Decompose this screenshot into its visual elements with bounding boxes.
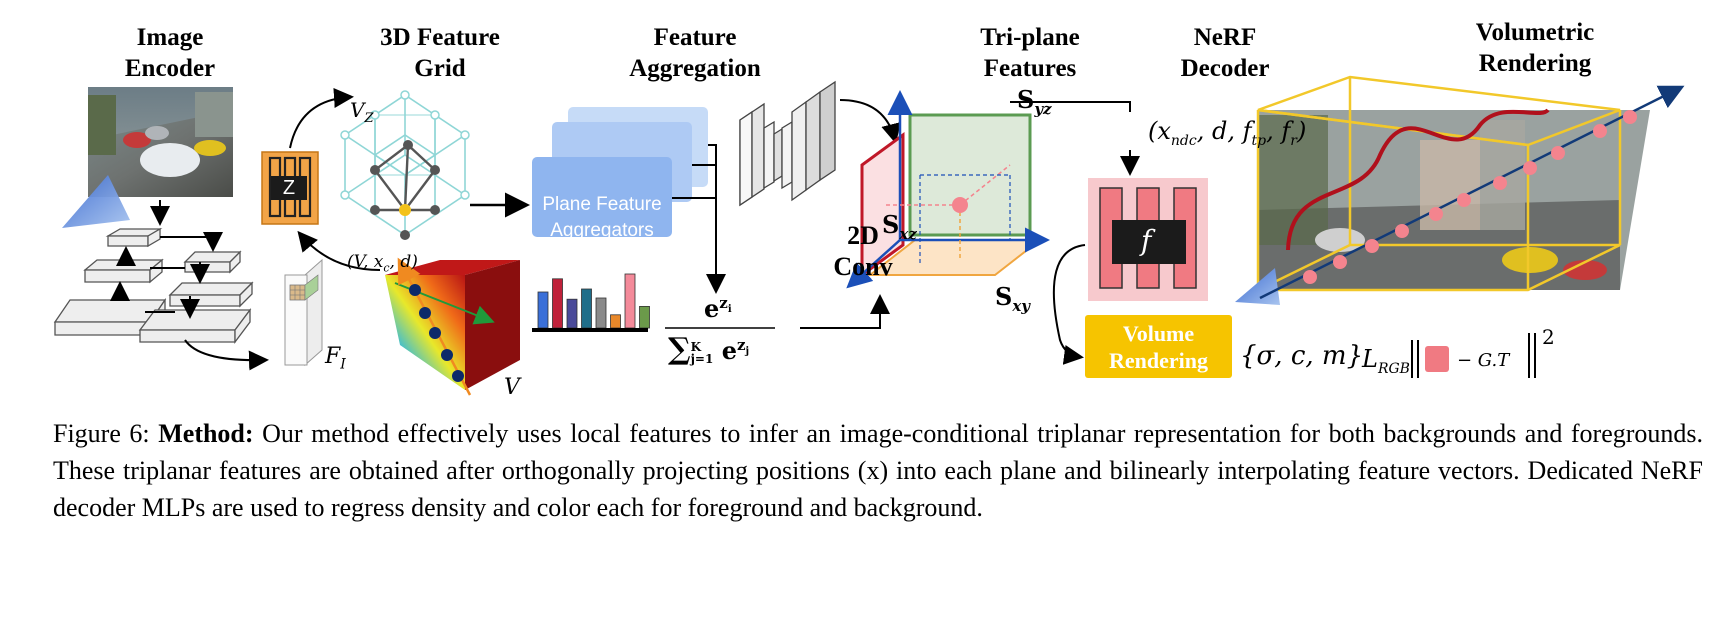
v-label: V (504, 375, 520, 400)
histogram-bar (566, 298, 578, 329)
sxz-label: Sxz (882, 210, 917, 243)
figure-caption: Figure 6: Method: Our method effectively… (53, 419, 1704, 522)
decoder-input-label: (xndc, d, ftp, fr) (1148, 117, 1307, 149)
squared-label: 2 (1542, 325, 1555, 349)
f-label: f (1141, 224, 1152, 257)
histogram-bar (595, 297, 607, 329)
histogram-bar (581, 288, 592, 329)
histogram-bar (624, 273, 636, 329)
plane-feature-aggregators (532, 157, 672, 237)
histogram-bar (639, 305, 650, 329)
gt-label: − G.T (1457, 350, 1510, 371)
conv2d-block (739, 80, 836, 207)
volume-rendering-box (1085, 315, 1232, 378)
heat-volume-v (385, 260, 520, 390)
camera-icon (1235, 268, 1280, 305)
input-image (88, 87, 233, 197)
fi-label: FI (325, 344, 346, 373)
histogram-bar (537, 291, 549, 329)
camera-frustum-icon (62, 175, 130, 228)
z-label: Z (282, 177, 296, 199)
outputs-label: {σ, c, m} (1240, 341, 1364, 371)
vz-label: VZ (350, 98, 374, 126)
softmax-numerator: ezi (704, 294, 732, 323)
sxy-label: Sxy (995, 282, 1031, 315)
rendered-pixel-swatch (1425, 346, 1449, 372)
v-xc-d-label: (V, xc, d) (347, 252, 418, 275)
triplane-features (846, 90, 1050, 289)
syz-label: Syz (1017, 85, 1052, 118)
histogram-bar (552, 278, 563, 329)
histogram-bar (610, 314, 621, 329)
diagram-canvas (53, 75, 1685, 396)
softmax-histogram (537, 273, 650, 329)
feature-map-fi (284, 258, 323, 367)
loss-label: LRGB (1362, 345, 1410, 377)
encoder-unet-icon (53, 227, 254, 344)
